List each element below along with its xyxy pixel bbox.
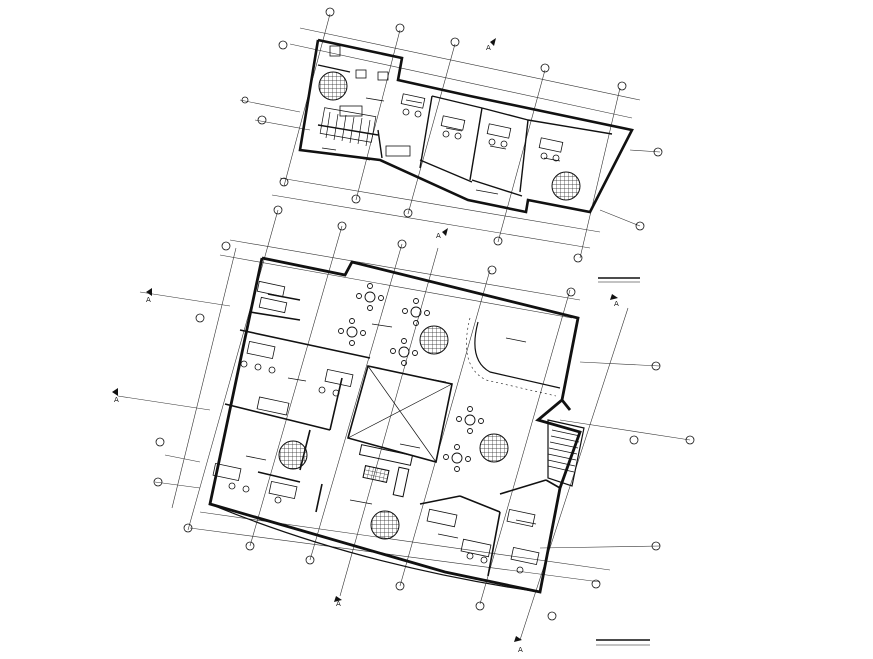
upper-floor-plan: A A	[239, 7, 663, 263]
lower-grid-bubbles	[153, 205, 695, 621]
upper-walls	[298, 38, 634, 214]
section-marker-lower-left: A	[114, 396, 119, 404]
lower-stair	[547, 419, 585, 487]
section-marker-lower-bottom: A	[336, 600, 341, 608]
lower-partitions	[224, 293, 561, 577]
upper-grid-bubbles	[241, 7, 663, 263]
lower-curved-front-wall	[209, 503, 541, 593]
upper-stair	[319, 107, 377, 147]
lower-cafe-tables	[338, 283, 484, 472]
lower-office-desks	[212, 280, 540, 574]
section-marker-lower-right-top: A	[614, 300, 619, 308]
lower-section-markers: A A A A A	[112, 288, 619, 654]
lower-curved-counter	[474, 321, 561, 389]
lower-floor-plan: A A A A A	[112, 205, 695, 654]
title-scale-bars	[596, 277, 650, 646]
upper-room-labels	[321, 97, 561, 195]
lower-room-labels	[245, 323, 537, 539]
upper-furniture	[329, 45, 564, 162]
section-marker-upper-top: A	[486, 44, 491, 52]
upper-grid-lines	[239, 13, 661, 259]
lower-walls	[208, 256, 582, 594]
section-marker-lower-bottom-right: A	[518, 646, 523, 654]
upper-section-markers: A A	[436, 38, 496, 240]
section-marker-lower-left-top: A	[146, 296, 151, 304]
lower-lounge-sofa	[358, 444, 414, 498]
section-marker-upper-bottom: A	[436, 232, 441, 240]
lower-round-tables	[278, 325, 509, 540]
upper-round-tables	[318, 71, 581, 201]
